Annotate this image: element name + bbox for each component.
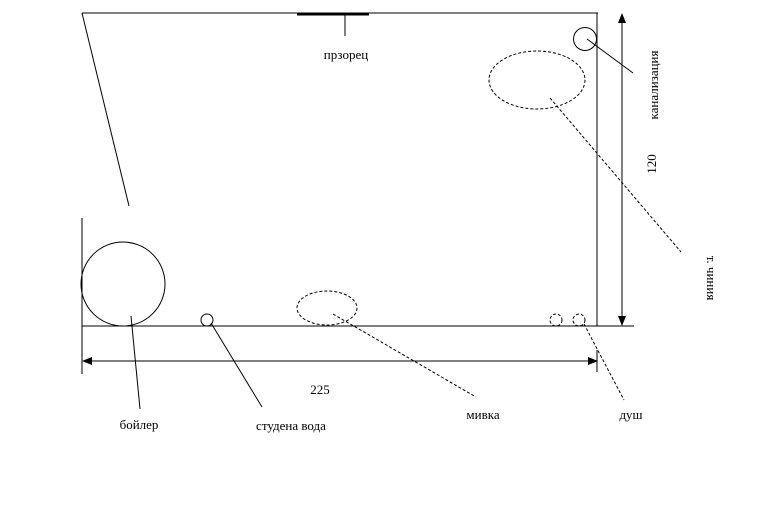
sink-label: мивка bbox=[466, 407, 499, 422]
shower-drain-right bbox=[572, 313, 586, 327]
shower-leader bbox=[583, 323, 625, 401]
sewer-label: канализация bbox=[646, 50, 661, 119]
cold-water-leader bbox=[210, 322, 263, 408]
sewer-leader bbox=[586, 38, 634, 74]
sewer-drain bbox=[573, 27, 597, 51]
toilet-label: т. чиния bbox=[704, 256, 719, 301]
shower-label: душ bbox=[619, 407, 642, 422]
toilet-leader bbox=[549, 97, 682, 253]
window-label: прзорец bbox=[324, 47, 368, 62]
door-wall-line bbox=[81, 12, 130, 207]
sink-outline bbox=[296, 290, 358, 326]
shower-drain-left bbox=[549, 313, 563, 327]
depth-label: 120 bbox=[644, 154, 659, 174]
width-label: 225 bbox=[310, 382, 330, 397]
boiler-leader bbox=[130, 315, 141, 410]
sink-leader bbox=[332, 313, 477, 398]
boiler bbox=[80, 241, 166, 327]
cold-water-inlet bbox=[200, 313, 214, 327]
toilet-outline bbox=[488, 50, 586, 110]
boiler-label: бойлер bbox=[120, 417, 159, 432]
cold-water-label: студена вода bbox=[256, 418, 326, 433]
